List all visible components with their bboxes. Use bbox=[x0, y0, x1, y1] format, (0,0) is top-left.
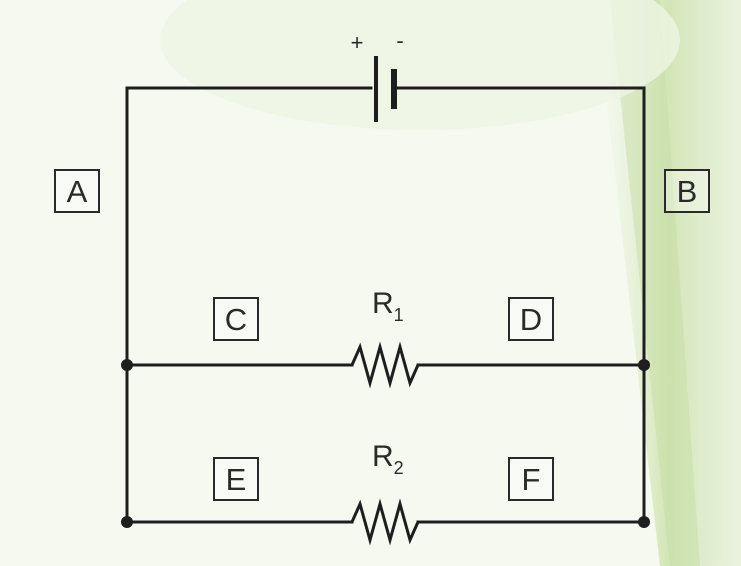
svg-text:E: E bbox=[226, 462, 247, 497]
resistor-r1-zigzag bbox=[350, 341, 420, 389]
point-label-d: D bbox=[508, 297, 554, 341]
battery-cell: + - bbox=[351, 28, 404, 122]
point-label-b: B bbox=[664, 169, 710, 213]
resistor-r1-label: R1 bbox=[372, 287, 404, 325]
resistor-r2-label: R2 bbox=[372, 440, 404, 478]
resistor-r2-zigzag bbox=[350, 498, 420, 546]
junction-node-right-upper bbox=[638, 359, 650, 371]
point-label-f: F bbox=[508, 457, 554, 501]
svg-text:C: C bbox=[225, 302, 247, 337]
junction-node-left-lower bbox=[121, 516, 133, 528]
svg-text:B: B bbox=[677, 174, 698, 209]
svg-text:A: A bbox=[67, 174, 88, 209]
point-label-a: A bbox=[54, 169, 100, 213]
battery-minus-sign: - bbox=[396, 28, 403, 53]
svg-text:D: D bbox=[520, 302, 542, 337]
junction-node-right-lower bbox=[638, 516, 650, 528]
svg-text:F: F bbox=[522, 462, 541, 497]
point-label-c: C bbox=[213, 297, 259, 341]
battery-plus-sign: + bbox=[351, 30, 364, 55]
point-label-e: E bbox=[213, 457, 259, 501]
junction-node-left-upper bbox=[121, 359, 133, 371]
